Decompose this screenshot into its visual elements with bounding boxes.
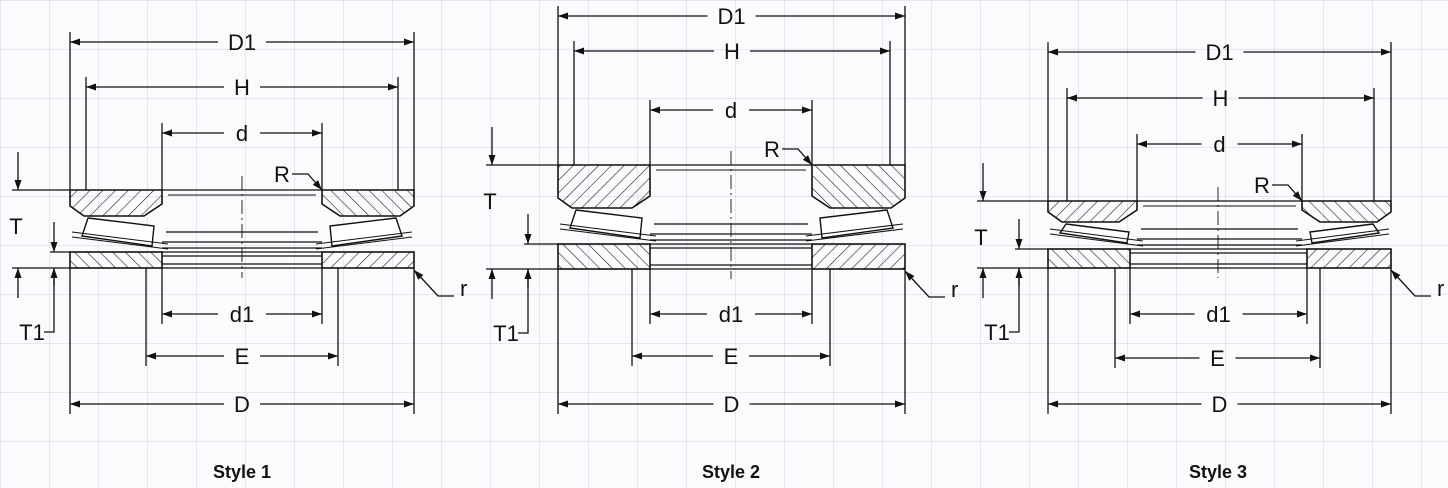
r-small-label: r [460,276,467,301]
dim-h-label: H [234,75,250,100]
r-small-leader [413,269,454,297]
r-small-label: r [1437,276,1444,301]
dim-d1-label: D1 [228,30,256,55]
dim-dd-label: D [1212,392,1228,417]
housing-washer-right [811,243,906,270]
dim-dd-label: D [724,392,740,417]
dim-d1b-label: d1 [230,302,254,327]
dim-d1-label: D1 [1205,40,1233,65]
shaft-washer-left [1047,200,1138,223]
r-large-label: R [1254,173,1270,198]
dim-d-label: d [236,121,248,146]
roller-right [329,217,403,247]
r-large-label: R [274,162,290,187]
cage-line-left [71,231,169,245]
t1-leader [44,268,55,333]
style-title: Style 2 [702,462,760,482]
t1-leader [1009,268,1020,333]
cage-line-left-2 [559,228,657,242]
dim-d1b-label: d1 [1206,302,1230,327]
cage-line-right-2 [315,236,413,250]
roller-left [81,217,155,247]
r-large-leader [292,173,323,191]
r-small-leader [1390,269,1431,297]
cage-line-right [805,223,904,237]
housing-washer-right [321,251,415,269]
r-large-label: R [764,137,780,162]
roller-left [569,209,643,239]
cage-line-left [559,223,657,237]
t1-label: T1 [493,321,519,346]
roller-right [819,209,894,239]
dim-d1-label: D1 [717,4,745,29]
shaft-washer-right [321,189,415,217]
r-small-leader [904,270,945,298]
cage-line-left-2 [71,236,169,250]
dim-d-label: d [1213,132,1225,157]
dim-h-label: H [724,39,740,64]
dim-e-label: E [724,344,739,369]
cage-line-right [1295,228,1390,242]
dim-dd-label: D [234,392,250,417]
style-title: Style 1 [213,462,271,482]
shaft-washer-right [1301,200,1392,223]
shaft-washer-left [557,164,651,209]
housing-washer-left [557,243,651,270]
dim-e-label: E [1210,346,1225,371]
r-small-label: r [951,277,958,302]
cage-line-right [315,231,413,245]
housing-washer-right [1306,248,1392,269]
r-large-leader [1272,184,1303,202]
dim-d1b-label: d1 [719,302,743,327]
cage-line-left-2 [1049,233,1144,247]
housing-washer-left [69,251,163,269]
t1-label: T1 [19,320,45,345]
t-label: T [483,189,496,214]
shaft-washer-left [69,189,163,217]
style-title: Style 3 [1189,462,1247,482]
t1-label: T1 [984,320,1010,345]
housing-washer-left [1047,248,1131,269]
t-label: T [9,214,22,239]
cage-line-right-2 [805,228,904,242]
t-label: T [974,225,987,250]
shaft-washer-right [811,164,906,209]
dim-h-label: H [1213,86,1229,111]
cage-line-right-2 [1295,233,1390,247]
r-large-leader [782,148,813,166]
cage-line-left [1049,228,1144,242]
dim-d-label: d [725,98,737,123]
t1-leader [518,269,529,334]
dim-e-label: E [235,344,250,369]
